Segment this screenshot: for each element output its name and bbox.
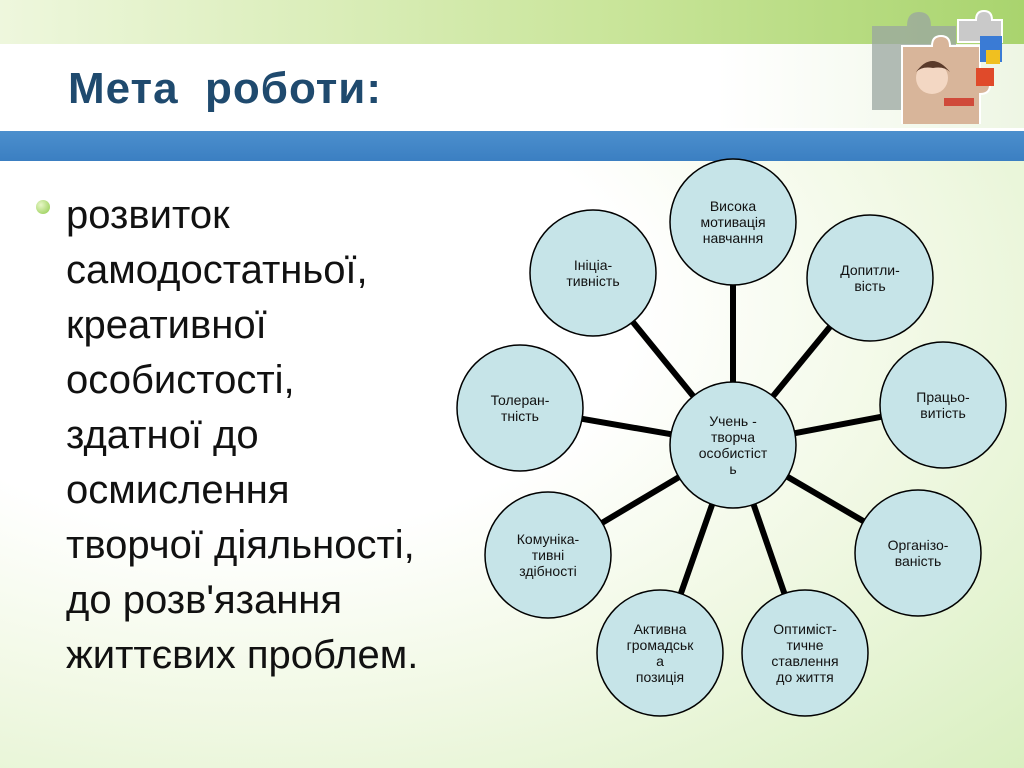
diagram-node-label: Допитли- вість xyxy=(840,262,900,294)
diagram-node-label: Оптиміст- тичне ставлення до життя xyxy=(771,621,839,685)
connector-line xyxy=(678,503,715,595)
divider-line xyxy=(0,128,1024,131)
bullet-icon xyxy=(36,200,50,214)
diagram-node xyxy=(596,589,724,717)
diagram-node xyxy=(879,341,1007,469)
diagram-node-label: Активна громадськ а позиція xyxy=(626,621,694,685)
connector-line xyxy=(750,503,788,595)
bullet-text: розвиток самодостатньої, креативної особ… xyxy=(66,193,419,677)
diagram-node-label: Толеран- тність xyxy=(490,392,550,424)
connector-line xyxy=(785,474,866,524)
puzzle-pieces-icon xyxy=(872,9,1003,124)
blue-decor-band xyxy=(0,131,1024,161)
connector-line xyxy=(600,474,681,526)
center-node xyxy=(669,381,797,509)
slide-title: Мета роботи: xyxy=(68,64,382,113)
diagram-node xyxy=(741,589,869,717)
connector-line xyxy=(794,413,882,437)
diagram-node xyxy=(484,491,612,619)
diagram-node-label: Висока мотивація навчання xyxy=(700,198,766,246)
connector-line xyxy=(770,324,833,399)
connector-line xyxy=(630,319,696,399)
top-decor-band xyxy=(0,0,1024,44)
diagram-node xyxy=(456,344,584,472)
diagram-node xyxy=(669,158,797,286)
diagram-node xyxy=(854,489,982,617)
diagram-node-label: Працьо- витість xyxy=(916,389,970,421)
title-area xyxy=(0,44,1024,128)
diagram-node xyxy=(529,209,657,337)
diagram-node-label: Організо- ваність xyxy=(887,537,949,569)
diagram-node xyxy=(806,214,934,342)
diagram-node-label: Ініціа- тивність xyxy=(566,257,620,289)
diagram-node-label: Комуніка- тивні здібності xyxy=(516,531,580,579)
center-node-label: Учень - творча особистіст ь xyxy=(698,413,768,477)
connector-line xyxy=(581,415,672,438)
